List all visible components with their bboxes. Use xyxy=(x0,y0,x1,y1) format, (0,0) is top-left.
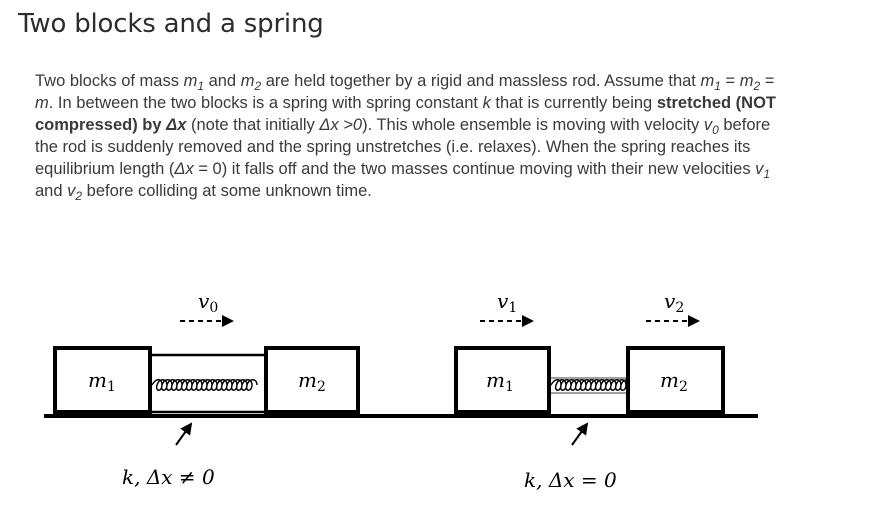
left-scenario: v0 m1 m2 k, Δx ≠ 0 xyxy=(53,289,360,489)
right-block-m1-label: m1 xyxy=(486,368,514,395)
right-spring-label: k, Δx = 0 xyxy=(524,468,617,492)
page-title: Two blocks and a spring xyxy=(18,9,324,39)
right-spring-pointer xyxy=(571,422,589,446)
left-block-m1 xyxy=(53,346,152,414)
emphasis-stretched: stretched (NOT compressed) by Δx xyxy=(35,94,776,134)
right-block-m2-label: m2 xyxy=(660,368,688,395)
left-velocity-label: v0 xyxy=(198,289,218,316)
blocks-spring-figure: v0 m1 m2 k, Δx ≠ 0 v1 v2 m1 m2 xyxy=(44,289,758,492)
right-scenario: v1 v2 m1 m2 k, Δx = 0 xyxy=(454,289,725,492)
right-block-m1 xyxy=(454,346,551,414)
left-block-m1-label: m1 xyxy=(88,368,116,395)
left-spring-label: k, Δx ≠ 0 xyxy=(122,465,215,489)
right-block-m2 xyxy=(626,346,725,414)
left-block-m2-label: m2 xyxy=(298,368,326,395)
left-block-m2 xyxy=(264,346,360,414)
problem-statement: Two blocks of mass m1 and m2 are held to… xyxy=(35,72,776,203)
right-velocity2-label: v2 xyxy=(664,289,684,316)
left-spring-pointer xyxy=(175,422,193,446)
right-velocity1-label: v1 xyxy=(497,289,517,316)
left-spring xyxy=(151,379,258,391)
right-spring xyxy=(550,379,632,391)
